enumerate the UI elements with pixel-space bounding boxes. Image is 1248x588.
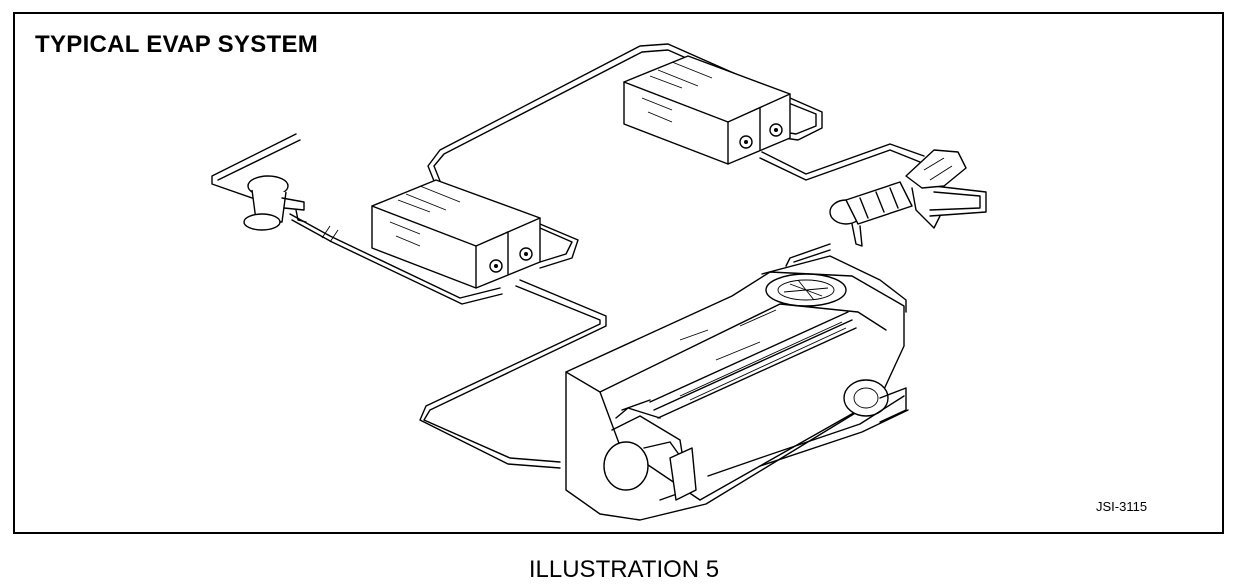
- vacuum-valve: [243, 175, 307, 231]
- vapor-line-left: [211, 133, 503, 305]
- diagram-frame: [13, 12, 1224, 534]
- illustration-caption: ILLUSTRATION 5: [528, 556, 720, 583]
- purge-control-valve: [829, 149, 967, 247]
- vapor-line-to-purge-valve: [759, 143, 987, 267]
- vehicle-body-outline: [679, 255, 909, 477]
- upper-charcoal-canister: [623, 55, 791, 165]
- fuel-tank: [565, 271, 907, 521]
- vapor-line-to-tank: [419, 279, 607, 469]
- diagram-title: TYPICAL EVAP SYSTEM: [35, 31, 319, 58]
- figure-code: JSI-3115: [1096, 499, 1148, 514]
- lower-charcoal-canister: [371, 179, 541, 289]
